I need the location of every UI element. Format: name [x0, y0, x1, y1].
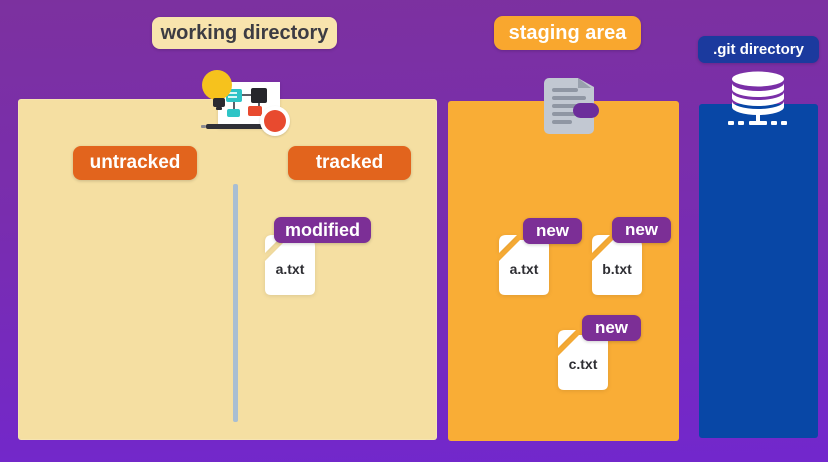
- untracked-badge: untracked: [73, 146, 197, 180]
- new-badge: new: [582, 315, 641, 341]
- flowchart-node: [248, 106, 262, 116]
- file-card-working-a: a.txt modified: [262, 217, 371, 297]
- file-name: a.txt: [509, 261, 539, 277]
- folded-corner-icon: [578, 78, 591, 88]
- document-text-line: [552, 112, 586, 116]
- flowchart-node: [251, 88, 267, 103]
- database-icon: [728, 71, 787, 125]
- tag-icon: [573, 103, 599, 118]
- document-text-line: [552, 96, 586, 100]
- lightbulb-base: [213, 98, 225, 107]
- file-icon: [592, 235, 642, 295]
- coffee-cup-icon: [260, 106, 290, 136]
- file-icon: [558, 330, 608, 390]
- modified-badge: modified: [274, 217, 371, 243]
- document-text-line: [552, 120, 572, 124]
- pencil-icon: [206, 124, 266, 129]
- connector-line: [258, 103, 260, 106]
- database-icon: [722, 70, 794, 130]
- new-badge: new: [523, 218, 582, 244]
- connector-line: [233, 102, 235, 109]
- working-directory-label: working directory: [152, 17, 337, 49]
- connector-line: [242, 94, 251, 96]
- lightbulb-base: [216, 107, 222, 110]
- file-icon: [499, 235, 549, 295]
- file-card-staging-a: a.txt new: [496, 218, 582, 297]
- file-name: b.txt: [602, 261, 632, 277]
- git-directory-label: .git directory: [698, 36, 819, 63]
- file-card-staging-c: c.txt new: [555, 315, 641, 392]
- document-tag-icon: [541, 76, 603, 138]
- file-card-staging-b: b.txt new: [589, 217, 671, 297]
- planning-board-icon: [198, 60, 294, 136]
- flowchart-node: [227, 109, 240, 117]
- tracked-badge: tracked: [288, 146, 411, 180]
- document-text-line: [552, 88, 578, 92]
- lightbulb-icon: [202, 70, 232, 100]
- document-text-line: [552, 104, 586, 108]
- pencil-icon: [201, 125, 206, 128]
- staging-area-label: staging area: [494, 16, 641, 50]
- file-name: c.txt: [568, 356, 598, 372]
- file-name: a.txt: [275, 261, 305, 277]
- section-divider: [233, 184, 238, 422]
- git-directory-panel: [699, 104, 818, 438]
- new-badge: new: [612, 217, 671, 243]
